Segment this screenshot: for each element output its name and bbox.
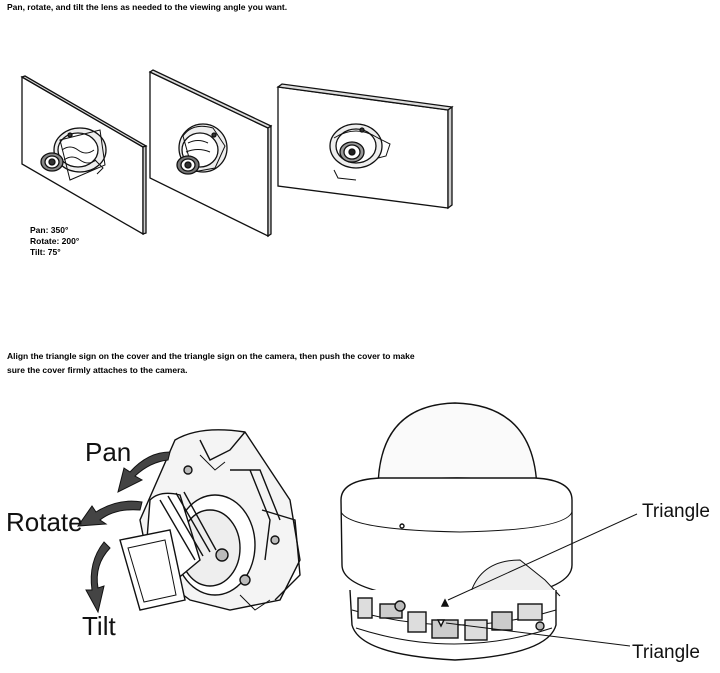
ptz-mechanism-drawing (119, 429, 301, 611)
tilt-label: Tilt (82, 611, 116, 641)
rotate-label: Rotate (6, 507, 83, 537)
triangle-cover-leader (447, 513, 638, 601)
rotate-arrow (76, 500, 143, 527)
camera-module-2 (176, 123, 228, 175)
pan-label: Pan (85, 437, 131, 467)
triangle-camera-label: Triangle (632, 642, 700, 663)
tilt-arrow (85, 541, 111, 614)
tilt-angle: Tilt: 75° (30, 247, 61, 257)
panel-3-illustration (276, 83, 454, 210)
triangle-camera-leader (445, 622, 631, 647)
lens-angle-specs: Pan: 350° Rotate: 200° Tilt: 75° (30, 225, 79, 258)
panel-1-illustration (20, 75, 148, 236)
camera-module-3 (329, 123, 391, 181)
camera-module-1 (40, 127, 107, 181)
pan-angle: Pan: 350° (30, 225, 69, 235)
panel-2-illustration (148, 69, 273, 238)
pan-arrow (117, 451, 171, 493)
triangle-cover-label: Triangle (642, 501, 710, 522)
instruction-pan-rotate-tilt: Pan, rotate, and tilt the lens as needed… (7, 2, 288, 12)
instruction-align-triangle: Align the triangle sign on the cover and… (7, 351, 415, 375)
dome-camera-drawing (340, 402, 573, 661)
rotate-angle: Rotate: 200° (30, 236, 80, 246)
